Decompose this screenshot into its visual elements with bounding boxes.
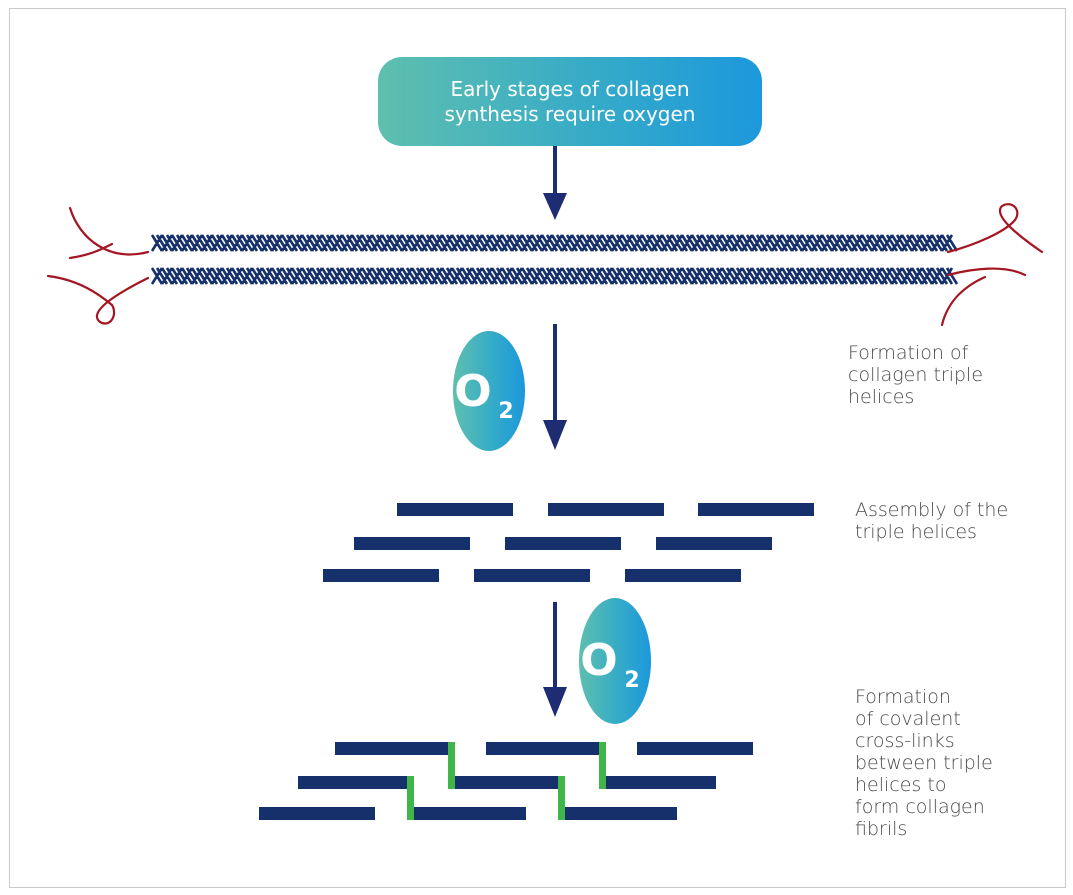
figure-frame xyxy=(9,8,1066,888)
oxygen-symbol-2: O xyxy=(580,635,617,686)
arrow-down-3 xyxy=(543,602,567,717)
fibril-bars xyxy=(259,742,753,820)
title-text: Early stages of collagen synthesis requi… xyxy=(444,76,696,126)
strand-end-left-top xyxy=(68,206,150,256)
triple-helix-strands xyxy=(150,234,959,285)
helix-bar xyxy=(354,537,470,550)
assembly-bars xyxy=(323,503,814,582)
oxygen-subscript-1: 2 xyxy=(498,399,513,424)
arrow-down-2 xyxy=(543,324,567,450)
helix-strand xyxy=(150,234,959,252)
helix-bar xyxy=(397,503,513,516)
helix-bar xyxy=(625,569,741,582)
cross-link xyxy=(407,776,414,820)
helix-bar xyxy=(656,537,772,550)
oxygen-symbol-1: O xyxy=(454,366,491,417)
oxygen-badge-2: O 2 xyxy=(579,598,651,724)
helix-bar xyxy=(449,776,565,789)
step-label-helix-formation: Formation of collagen triple helices xyxy=(848,342,984,408)
helix-bar xyxy=(548,503,664,516)
helix-bar xyxy=(298,776,414,789)
helix-bar xyxy=(637,742,753,755)
helix-bar xyxy=(505,537,621,550)
helix-bar xyxy=(259,807,375,820)
oxygen-subscript-2: 2 xyxy=(624,668,639,693)
strand-end-right-bottom xyxy=(946,267,1027,277)
procollagen-ends xyxy=(46,203,1044,327)
helix-bar xyxy=(486,742,602,755)
cross-link xyxy=(558,776,565,820)
title-box: Early stages of collagen synthesis requi… xyxy=(378,57,762,146)
cross-link xyxy=(448,742,455,789)
arrow-down-1 xyxy=(543,146,567,220)
strand-end-left-top-2 xyxy=(68,242,114,260)
helix-strand xyxy=(150,267,959,285)
helix-bar xyxy=(561,807,677,820)
cross-links xyxy=(407,742,606,820)
helix-bar xyxy=(600,776,716,789)
helix-bar xyxy=(474,569,590,582)
helix-bar xyxy=(335,742,451,755)
helix-bar xyxy=(410,807,526,820)
strand-end-right-bottom-2 xyxy=(940,275,987,327)
helix-bar xyxy=(323,569,439,582)
helix-bar xyxy=(698,503,814,516)
strand-end-left-bottom xyxy=(46,274,150,325)
step-label-cross-links: Formation of covalent cross-links betwee… xyxy=(855,686,993,840)
cross-link xyxy=(599,742,606,789)
step-label-assembly: Assembly of the triple helices xyxy=(855,499,1009,543)
oxygen-badge-1: O 2 xyxy=(453,331,525,451)
strand-end-right-top xyxy=(946,203,1044,254)
